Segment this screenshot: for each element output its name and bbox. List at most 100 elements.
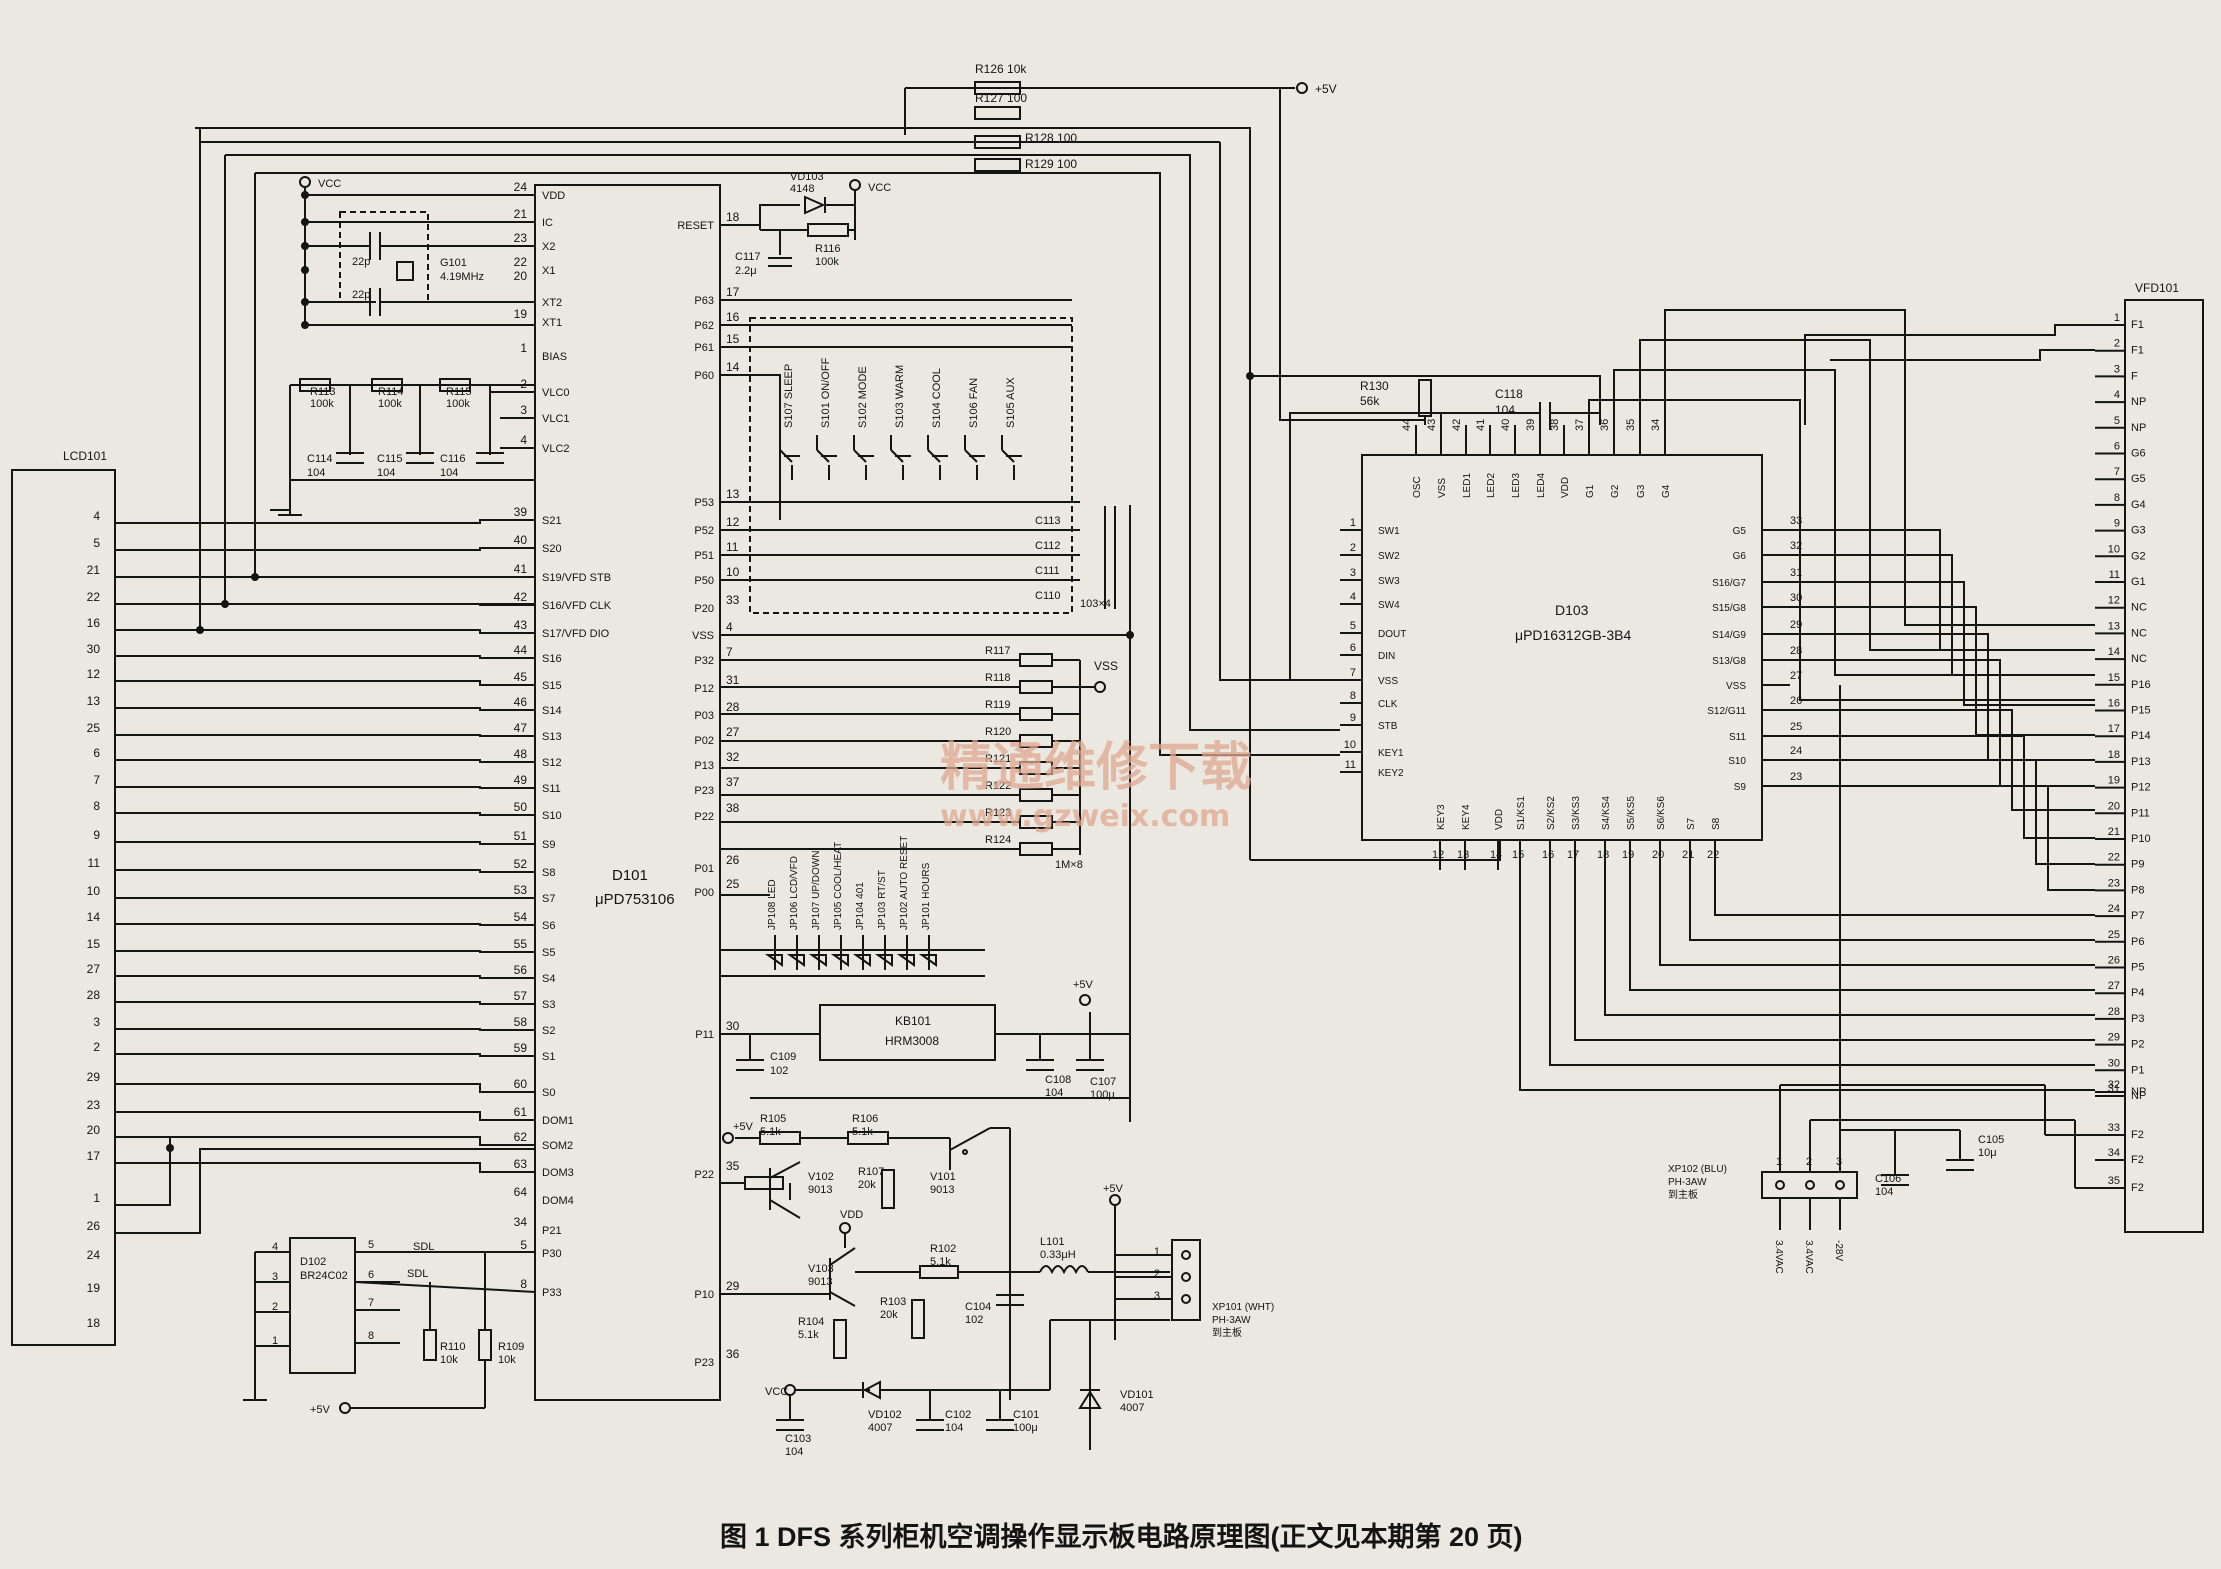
vfd101-pin: 9 [2114,518,2120,530]
vfd101-pin: 35 [2108,1175,2120,1187]
wire-layer [115,87,2125,1450]
d101-pin-label: P02 [694,735,714,747]
junction-dot [301,218,309,226]
lcd101-pin: 5 [93,536,100,550]
diode-vd102 [862,1380,881,1400]
d101-pin-num: 3 [520,403,527,417]
d101-pin-label: S5 [542,947,555,959]
d103-pin-num: 20 [1652,849,1664,861]
d101-pin-num: 20 [514,269,528,283]
d101-pin-label: P20 [694,603,714,615]
d103-pin-label: S7 [1686,817,1697,830]
transistor-v103 [829,1247,856,1266]
d103-pin-num: 26 [1790,695,1802,707]
d101-pin-label: S3 [542,999,555,1011]
d103-pin-num: 2 [1350,542,1356,554]
resistor-r113 [299,378,331,392]
lcd-signal-wire [115,734,535,737]
lcd101-pin: 21 [87,563,101,577]
d101-pin-label: P50 [694,575,714,587]
junction-dot [166,1144,174,1152]
terminal-ring [722,1132,734,1144]
d101-pin-label: S20 [542,543,562,555]
d101-pin-label: VLC0 [542,387,570,399]
d101-pin-label: XT2 [542,297,562,309]
d101-pin-label: P10 [694,1289,714,1301]
watermark-url: www.gzweix.com [940,799,1230,834]
junction-dot [301,321,309,329]
label-c104: C104 [965,1301,991,1313]
d101-pin-num: 35 [726,1159,740,1173]
d103-pin-label: STB [1378,721,1398,732]
d103-pin-label: S12/G11 [1707,706,1746,717]
kb101-module [819,1004,996,1061]
d101-pin-num: 47 [514,721,528,735]
lcd-signal-wire [115,1136,535,1146]
label-c112: C112 [1035,540,1060,552]
label-r109-val: 10k [498,1354,516,1366]
d103-pin-label: VSS [1726,681,1746,692]
d103-pin-label: S8 [1711,817,1722,830]
resistor-r102 [919,1265,959,1279]
label-p5v-l: +5V [1103,1183,1124,1195]
label-layer: D101μPD75310624VDD21IC23X222X120XT219XT1… [63,62,2179,1458]
label-switch-mode: S102 MODE [857,366,869,428]
terminal-ring [339,1402,351,1414]
label-r115: R115 [446,386,471,398]
junction-dot [221,600,229,608]
d101-pin-label: P11 [695,1029,714,1041]
xp101-pin-dot [1181,1294,1191,1304]
vfd101-pin-label: G5 [2131,473,2146,485]
lcd101-pin: 19 [87,1281,101,1295]
junction-dot [301,266,309,274]
label-r113-val: 100k [310,398,334,410]
vfd101-pin-label: P12 [2131,782,2151,794]
lcd-com-wire [115,1136,171,1145]
label-r109: R109 [498,1341,524,1353]
d103-pin-num: 6 [1350,642,1356,654]
d101-pin-label: RESET [677,220,714,232]
vfd101-pin: 18 [2108,749,2120,761]
d103-pin-num: 3 [1350,567,1356,579]
label-p5v-kb: +5V [1073,979,1094,991]
d103-pin-label: S3/KS3 [1571,796,1582,830]
vfd101-pin: 26 [2108,955,2120,967]
terminal-ring [839,1222,851,1234]
d101-pin-num: 49 [514,773,528,787]
label-c116: C116 [440,453,465,465]
d103-pin-num: 4 [1350,591,1356,603]
vfd-segment-wire [1790,633,2095,761]
d103-pin-label: S9 [1734,782,1747,793]
label-g101-val: 4.19MHz [440,271,484,283]
d101-pin-num: 19 [514,307,528,321]
jumper-arrow [874,954,893,967]
vfd-grid-wire [1639,339,2095,651]
vfd-filament-wire [1830,349,2095,361]
d101-pin-label: P53 [694,497,714,509]
d101-pin-label: S17/VFD DIO [542,628,610,640]
label-vdd: VDD [840,1209,863,1221]
d101-pin-num: 36 [726,1347,740,1361]
d101-pin-num: 18 [726,210,740,224]
label-jumper-2: JP106 LCD/VFD [789,856,800,930]
vfd101-pin: 17 [2108,723,2120,735]
lcd101-pin: 25 [87,721,101,735]
inductor-l101 [1039,1265,1089,1275]
crystal-g101 [396,261,414,281]
label-vd101: VD101 [1120,1389,1154,1401]
lcd-signal-wire [115,1111,535,1121]
vfd101-pin: 34 [2108,1147,2120,1159]
jumper-arrow [896,954,915,967]
terminal-ring [1109,1194,1121,1206]
resistor-r130 [1418,379,1432,417]
label-l101: L101 [1040,1236,1064,1248]
label-sdl-1: SDL [413,1241,434,1253]
lcd101-connector [11,469,116,1346]
d103-pin-label: DOUT [1378,629,1406,640]
label-r121: R121 [985,753,1011,765]
vfd101-pin-label: G1 [2131,576,2146,588]
d101-pin-num: 64 [514,1185,528,1199]
vfd-grid-wire [1664,309,2095,626]
vfd101-pin: 6 [2114,441,2120,453]
